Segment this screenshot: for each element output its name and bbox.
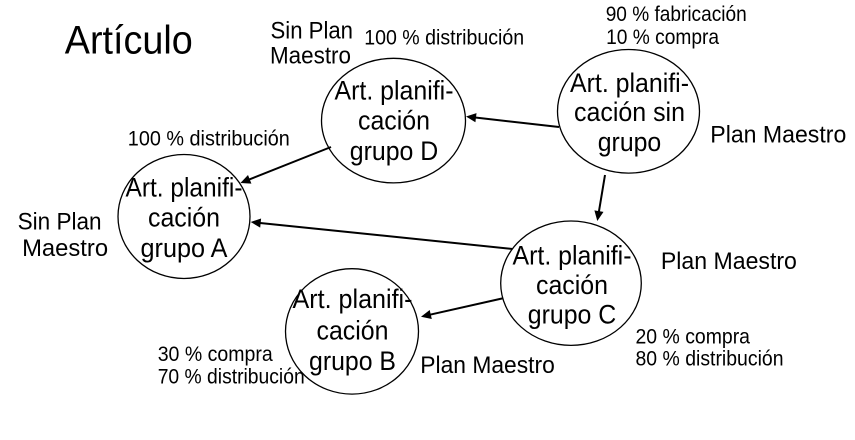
svg-text:Maestro: Maestro (22, 235, 108, 262)
svg-text:Sin Plan: Sin Plan (18, 209, 102, 236)
svg-text:Plan Maestro: Plan Maestro (661, 248, 797, 275)
svg-text:Art. planifi-: Art. planifi- (126, 173, 243, 203)
svg-text:30 % compra: 30 % compra (158, 343, 273, 366)
svg-text:grupo A: grupo A (141, 233, 228, 263)
svg-text:Sin Plan: Sin Plan (271, 18, 354, 45)
svg-text:100 % distribución: 100 % distribución (364, 27, 524, 50)
svg-text:Artículo: Artículo (65, 18, 193, 62)
svg-text:grupo D: grupo D (350, 136, 439, 166)
svg-text:Plan Maestro: Plan Maestro (710, 121, 846, 148)
svg-text:Art. planifi-: Art. planifi- (335, 75, 454, 105)
svg-text:90 % fabricación: 90 % fabricación (606, 3, 747, 26)
svg-text:cación: cación (358, 106, 430, 136)
svg-text:cación: cación (148, 203, 220, 233)
svg-text:100 % distribución: 100 % distribución (128, 127, 290, 150)
svg-text:grupo C: grupo C (528, 300, 617, 330)
svg-text:cación: cación (317, 315, 389, 345)
svg-text:cación sin: cación sin (574, 97, 685, 127)
svg-text:grupo B: grupo B (309, 346, 396, 376)
svg-text:Art. planifi-: Art. planifi- (570, 68, 689, 98)
svg-text:Plan Maestro: Plan Maestro (420, 352, 555, 379)
svg-text:80 % distribución: 80 % distribución (636, 348, 784, 371)
svg-text:70 % distribución: 70 % distribución (158, 366, 305, 389)
svg-text:Art. planifi-: Art. planifi- (293, 284, 413, 314)
svg-text:grupo: grupo (598, 127, 662, 157)
svg-text:cación: cación (536, 270, 608, 300)
svg-text:10 % compra: 10 % compra (606, 26, 719, 49)
svg-text:20 % compra: 20 % compra (636, 325, 751, 348)
svg-text:Art. planifi-: Art. planifi- (513, 241, 632, 271)
svg-text:Maestro: Maestro (270, 43, 351, 70)
